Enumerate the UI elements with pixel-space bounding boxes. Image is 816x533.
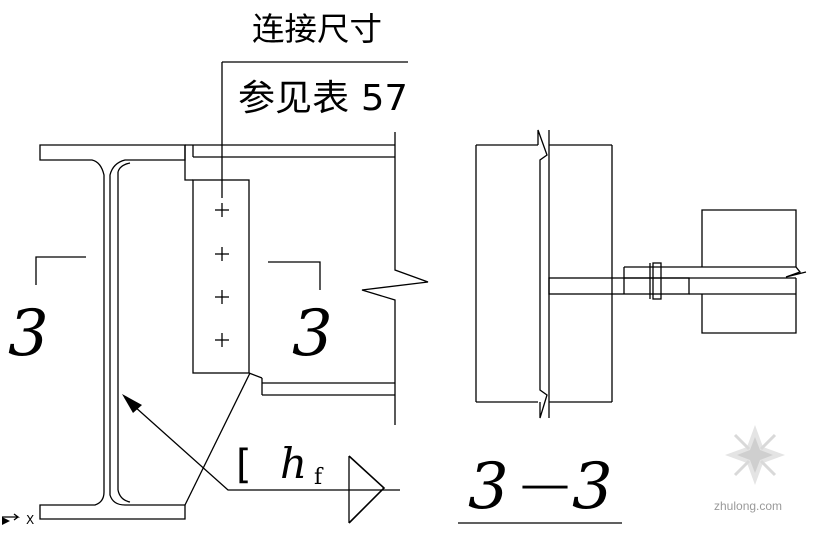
arrowhead-icon: [122, 394, 142, 413]
weld-leg-subscript: f: [314, 465, 324, 490]
weld-bracket: [: [236, 442, 252, 488]
shear-plate: [192, 179, 263, 379]
section-title-left: 3: [468, 450, 509, 524]
watermark-text: zhulong.com: [714, 499, 782, 513]
section-title-dash: —: [520, 462, 570, 508]
beam-elevation: [184, 132, 429, 425]
bolt-1: [215, 203, 229, 217]
note-line-2: 参见表 57: [238, 78, 408, 119]
ucs-axis-label: X: [26, 513, 34, 527]
column-i-section: [39, 144, 186, 520]
weld-leg-h: h: [280, 439, 307, 488]
bolt-4: [215, 333, 229, 347]
section-mark-left: 3: [8, 297, 49, 371]
note-line-1: 连接尺寸: [252, 10, 382, 48]
section-title-right: 3: [572, 450, 613, 524]
ucs-icon: [2, 513, 20, 525]
section-cut-middle: [268, 261, 321, 290]
bolts: [215, 203, 229, 347]
note-leader: [221, 61, 408, 198]
section-mark-middle: 3: [292, 297, 333, 371]
watermark-logo-icon: [725, 425, 785, 485]
section-3-3: [475, 129, 807, 419]
weld-leader: [122, 372, 400, 524]
bolt-2: [215, 247, 229, 261]
section-cut-left: [35, 256, 86, 285]
bolt-3: [215, 290, 229, 304]
